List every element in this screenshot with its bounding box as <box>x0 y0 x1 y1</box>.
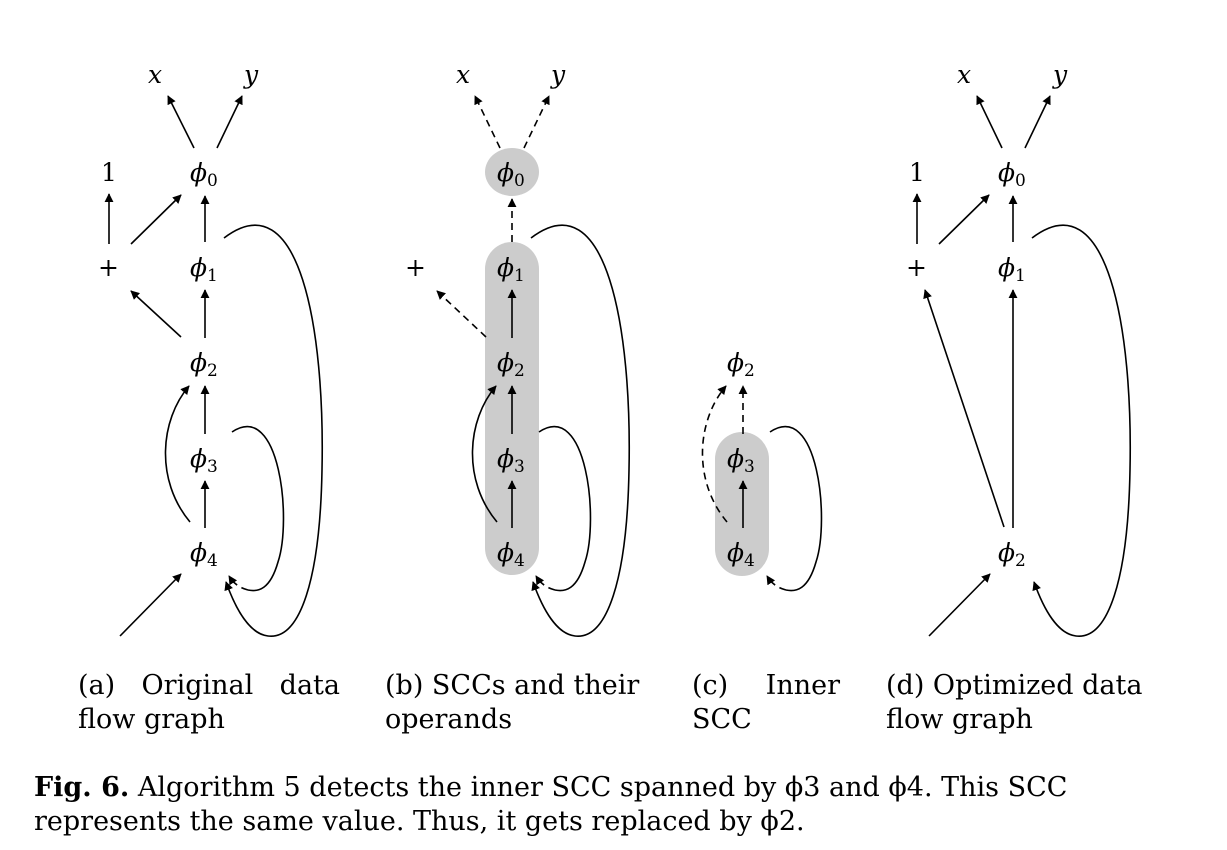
node-y-b: y <box>550 60 566 89</box>
edge-phi1-phi2-loop-d <box>1031 224 1132 637</box>
node-x-b: x <box>456 60 470 89</box>
edge-phi2-plus-d <box>923 289 1005 528</box>
edge-phi0-y <box>216 95 243 149</box>
node-phi3-c: ϕ3 <box>727 444 755 477</box>
inner-scc-highlight <box>715 432 769 576</box>
subcaption-a: (a) Original data flow graph <box>78 670 340 735</box>
node-phi1-d: ϕ1 <box>998 253 1026 286</box>
edge-phi3-phi4-loop-dash-b <box>535 575 556 591</box>
edge-phi0-x-d <box>976 95 1003 149</box>
figure-label: Fig. 6. <box>34 772 130 803</box>
node-y: y <box>243 60 259 89</box>
edge-phi0-x-b <box>474 95 501 149</box>
node-phi3: ϕ3 <box>190 444 218 477</box>
panel-c-inner-scc: ϕ2 ϕ3 ϕ4 <box>701 348 823 592</box>
node-phi0: ϕ0 <box>190 158 218 191</box>
node-phi2-c: ϕ2 <box>727 348 755 381</box>
edge-phi0-x <box>167 95 195 149</box>
edge-input-phi2-d <box>928 573 991 637</box>
node-one-d: 1 <box>909 158 925 187</box>
scc-phi0-highlight <box>485 148 539 196</box>
edge-phi2-plus <box>130 290 182 338</box>
node-phi4: ϕ4 <box>190 538 218 571</box>
node-phi0-d: ϕ0 <box>998 158 1026 191</box>
data-flow-figure: x y 1 ϕ0 + ϕ1 ϕ2 ϕ3 ϕ4 x y ϕ0 + ϕ1 ϕ2 ϕ3… <box>98 60 1132 637</box>
node-plus: + <box>98 253 119 282</box>
edge-phi4-phi2-curve-b <box>471 385 498 523</box>
node-phi4-b: ϕ4 <box>497 538 525 571</box>
node-phi2-d: ϕ2 <box>998 538 1026 571</box>
panel-a-original-graph: x y 1 ϕ0 + ϕ1 ϕ2 ϕ3 ϕ4 <box>98 60 324 637</box>
subcaption-b: (b) SCCs and their operands <box>385 670 640 735</box>
node-one: 1 <box>101 158 117 187</box>
edge-input-phi4 <box>119 573 182 637</box>
panel-b-sccs: x y ϕ0 + ϕ1 ϕ2 ϕ3 ϕ4 <box>405 60 631 637</box>
node-plus-d: + <box>906 253 927 282</box>
edge-phi1-phi4-loop <box>223 224 324 637</box>
edge-phi3-phi4-loop-b <box>538 425 592 592</box>
subcaption-c: (c) Inner SCC <box>692 670 840 735</box>
node-x-d: x <box>957 60 971 89</box>
edge-plus-phi0 <box>130 194 182 245</box>
figure-caption-text: Algorithm 5 detects the inner SCC spanne… <box>34 772 1068 837</box>
edge-phi0-y-b <box>523 95 550 149</box>
edge-phi1-phi4-loop-b <box>530 224 631 637</box>
node-x: x <box>148 60 162 89</box>
node-plus-b: + <box>405 253 426 282</box>
subcaption-d: (d) Optimized data flow graph <box>886 670 1143 735</box>
node-phi4-c: ϕ4 <box>727 538 755 571</box>
node-phi1-b: ϕ1 <box>497 253 525 286</box>
edge-phi3-phi4-loop-dash-c <box>766 575 787 591</box>
edge-phi2-plus-b <box>436 290 487 338</box>
node-phi1: ϕ1 <box>190 253 218 286</box>
node-phi2-b: ϕ2 <box>497 348 525 381</box>
panel-d-optimized-graph: x y 1 ϕ0 + ϕ1 ϕ2 <box>906 60 1132 637</box>
edge-phi0-y-d <box>1024 95 1051 149</box>
node-phi3-b: ϕ3 <box>497 444 525 477</box>
edge-phi3-phi4-loop-dash <box>228 575 249 591</box>
edge-phi3-phi4-loop-c <box>769 425 823 592</box>
edge-phi3-phi4-loop <box>231 425 285 592</box>
node-phi2: ϕ2 <box>190 348 218 381</box>
edge-phi4-phi2-curve <box>164 385 191 523</box>
edge-plus-phi0-d <box>938 194 990 245</box>
figure-caption: Fig. 6. Algorithm 5 detects the inner SC… <box>34 771 1199 839</box>
node-y-d: y <box>1052 60 1068 89</box>
edge-phi4-phi2-curve-c <box>701 385 728 523</box>
node-phi0-b: ϕ0 <box>497 158 525 191</box>
